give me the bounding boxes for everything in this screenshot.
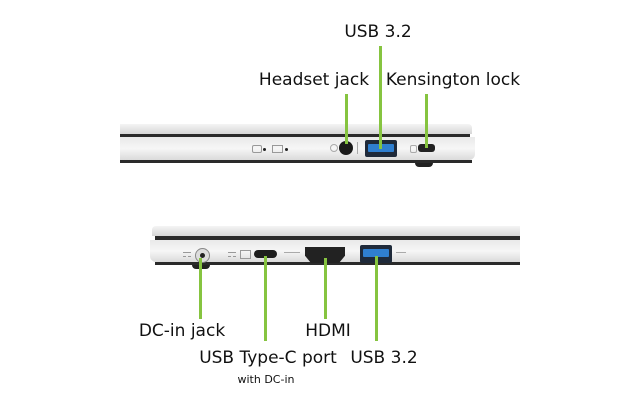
hdmi-label: HDMI: [305, 321, 351, 341]
usb-3-2-port: [360, 245, 392, 263]
usb-c-callout-line: [264, 256, 267, 341]
hdmi-port: [305, 247, 345, 263]
bottom-edge: [120, 160, 472, 163]
usb-icon: [357, 142, 361, 154]
dc-in-jack: [195, 248, 210, 263]
dc-in-jack-label: DC-in jack: [138, 321, 226, 341]
lock-icon: [410, 145, 417, 153]
hdmi-callout-line: [324, 258, 327, 319]
usb-type-c-port: [254, 250, 277, 258]
kensington-slot: [418, 144, 435, 152]
rubber-foot: [415, 163, 433, 167]
usb-type-c-label: USB Type-C port: [199, 348, 337, 368]
battery-led: [285, 148, 288, 151]
usb-c-charge-icon: [240, 250, 251, 259]
usb-type-c-note: with DC-in: [237, 373, 295, 386]
dc-in-callout-line: [199, 258, 202, 319]
kensington-lock-label: Kensington lock: [385, 70, 521, 90]
power-led: [263, 148, 266, 151]
kensington-callout-line: [425, 94, 428, 148]
usb-callout-line: [379, 46, 382, 149]
seam: [120, 134, 470, 137]
usb-callout-line: [375, 256, 378, 341]
battery-indicator-icon: [272, 145, 283, 153]
bottom-edge: [155, 262, 520, 265]
power-indicator-icon: [252, 145, 262, 153]
dc-icon: [228, 252, 236, 257]
hdmi-icon: [284, 252, 300, 255]
headset-icon: [330, 144, 338, 152]
usb-label: USB 3.2: [350, 348, 418, 368]
lid: [152, 226, 520, 236]
lid: [120, 124, 472, 134]
usb-icon: [396, 252, 406, 253]
usb-label: USB 3.2: [344, 22, 412, 42]
seam: [155, 236, 520, 240]
headset-jack: [339, 141, 353, 155]
headset-callout-line: [345, 94, 348, 144]
headset-jack-label: Headset jack: [258, 70, 370, 90]
dc-icon: [183, 252, 191, 257]
